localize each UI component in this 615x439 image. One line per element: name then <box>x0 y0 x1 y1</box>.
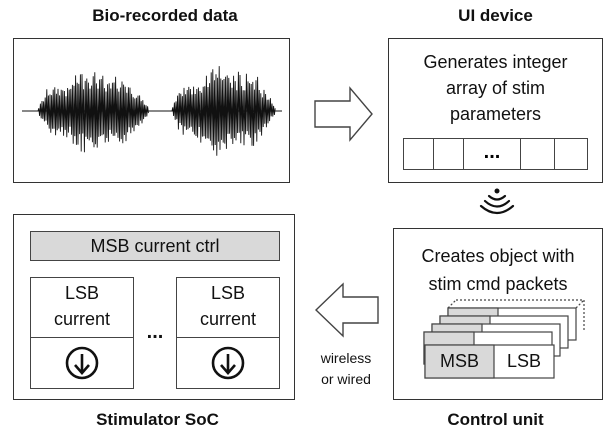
ui-device-text-2: array of stim <box>445 78 546 98</box>
lsb-right-divider <box>177 337 279 338</box>
waveform-plot <box>22 66 282 156</box>
link-label-2: or wired <box>321 371 371 387</box>
array-cell <box>433 138 464 170</box>
lsb-right-label-1: LSB <box>210 283 246 303</box>
waveform-burst-2 <box>171 66 276 156</box>
ui-device-text-3: parameters <box>449 104 542 124</box>
current-source-icon <box>211 346 245 380</box>
bio-data-title: Bio-recorded data <box>92 6 238 25</box>
link-label-1: wireless <box>320 350 372 366</box>
lsb-left-divider <box>31 337 133 338</box>
lsb-right-label-2: current <box>199 309 257 329</box>
integer-array: ... <box>403 138 589 170</box>
array-cell-ellipsis: ... <box>463 138 521 170</box>
lsb-left-label-1: LSB <box>64 283 100 303</box>
control-unit-title: Control unit <box>447 410 544 429</box>
lsb-current-block-right: LSB current <box>176 277 280 389</box>
current-source-icon <box>65 346 99 380</box>
control-text-2: stim cmd packets <box>428 274 568 294</box>
waveform-trace <box>171 66 276 156</box>
stimulator-soc-panel: MSB current ctrl LSB current ... LSB cur… <box>13 214 295 400</box>
lsb-current-block-left: LSB current <box>30 277 134 389</box>
packet-msb-label: MSB <box>439 351 479 371</box>
array-cell <box>520 138 555 170</box>
bio-data-panel <box>13 38 290 183</box>
ui-device-title: UI device <box>458 6 533 25</box>
ui-device-text-1: Generates integer <box>423 52 568 72</box>
msb-current-ctrl-label: MSB current ctrl <box>90 236 220 256</box>
msb-current-ctrl-bar: MSB current ctrl <box>30 231 280 261</box>
packet-lsb-label: LSB <box>506 351 542 371</box>
lsb-left-label-2: current <box>53 309 111 329</box>
array-cell <box>403 138 434 170</box>
waveform-trace <box>37 72 149 153</box>
lsb-blocks-ellipsis: ... <box>146 321 164 343</box>
control-text-1: Creates object with <box>421 246 575 266</box>
array-cell <box>554 138 588 170</box>
stimulator-soc-title: Stimulator SoC <box>96 410 219 429</box>
control-unit-panel: Creates object with stim cmd packets <box>393 228 603 400</box>
ui-device-panel: Generates integer array of stim paramete… <box>388 38 603 183</box>
